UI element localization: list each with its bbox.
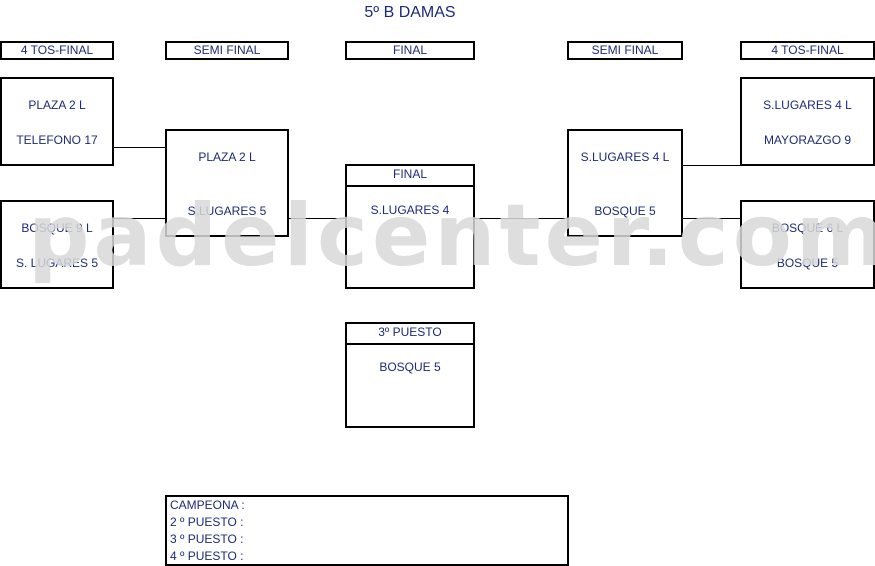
header-final: FINAL — [345, 41, 475, 60]
header-left-semi: SEMI FINAL — [165, 41, 289, 60]
result-fourth: 4 º PUESTO : — [170, 549, 244, 563]
team-label: TELEFONO 17 — [16, 133, 98, 147]
team-label: BOSQUE 5 — [776, 256, 839, 270]
results-box: CAMPEONA : 2 º PUESTO : 3 º PUESTO : 4 º… — [165, 495, 569, 566]
match-box-left-semi: PLAZA 2 L S.LUGARES 5 — [165, 129, 289, 237]
header-left-quarter: 4 TOS-FINAL — [0, 41, 114, 60]
team-label: S.LUGARES 5 — [187, 204, 267, 218]
match-box-left-quarter-1: PLAZA 2 L TELEFONO 17 — [0, 77, 114, 166]
team-label: BOSQUE 9 L — [21, 221, 93, 235]
team-label: PLAZA 2 L — [28, 98, 86, 112]
third-place-subheader: 3º PUESTO — [347, 324, 473, 345]
result-third: 3 º PUESTO : — [170, 532, 244, 546]
connector-lq2-semi — [113, 218, 166, 219]
connector-rsemi-rq1 — [682, 165, 741, 166]
team-label: MAYORAZGO 9 — [763, 133, 852, 147]
connector-rsemi-rq2 — [682, 218, 741, 219]
match-box-third-place: 3º PUESTO BOSQUE 5 — [345, 322, 475, 428]
connector-final-rsemi — [474, 218, 568, 219]
page-title: 5º B DAMAS — [364, 4, 456, 21]
team-label: BOSQUE 6 L — [771, 221, 844, 235]
team-label: S.LUGARES 4 L — [763, 98, 852, 112]
match-box-final: FINAL S.LUGARES 4 — [345, 164, 475, 289]
header-right-quarter: 4 TOS-FINAL — [740, 41, 875, 60]
team-label: BOSQUE 5 — [594, 204, 656, 218]
header-right-semi: SEMI FINAL — [567, 41, 683, 60]
match-box-right-semi: S.LUGARES 4 L BOSQUE 5 — [567, 129, 683, 237]
match-box-right-quarter-2: BOSQUE 6 L BOSQUE 5 — [740, 200, 875, 289]
final-team: S.LUGARES 4 — [370, 203, 450, 217]
team-label: S. LUGARES 5 — [15, 256, 99, 270]
match-box-right-quarter-1: S.LUGARES 4 L MAYORAZGO 9 — [740, 77, 875, 166]
third-place-team: BOSQUE 5 — [379, 360, 441, 374]
final-subheader: FINAL — [347, 166, 473, 187]
match-box-left-quarter-2: BOSQUE 9 L S. LUGARES 5 — [0, 200, 114, 289]
connector-lq1-semi — [113, 147, 166, 148]
team-label: PLAZA 2 L — [198, 150, 256, 164]
connector-lsemi-final — [288, 218, 346, 219]
result-second: 2 º PUESTO : — [170, 515, 244, 529]
team-label: S.LUGARES 4 L — [580, 150, 670, 164]
result-champion: CAMPEONA : — [170, 498, 245, 512]
